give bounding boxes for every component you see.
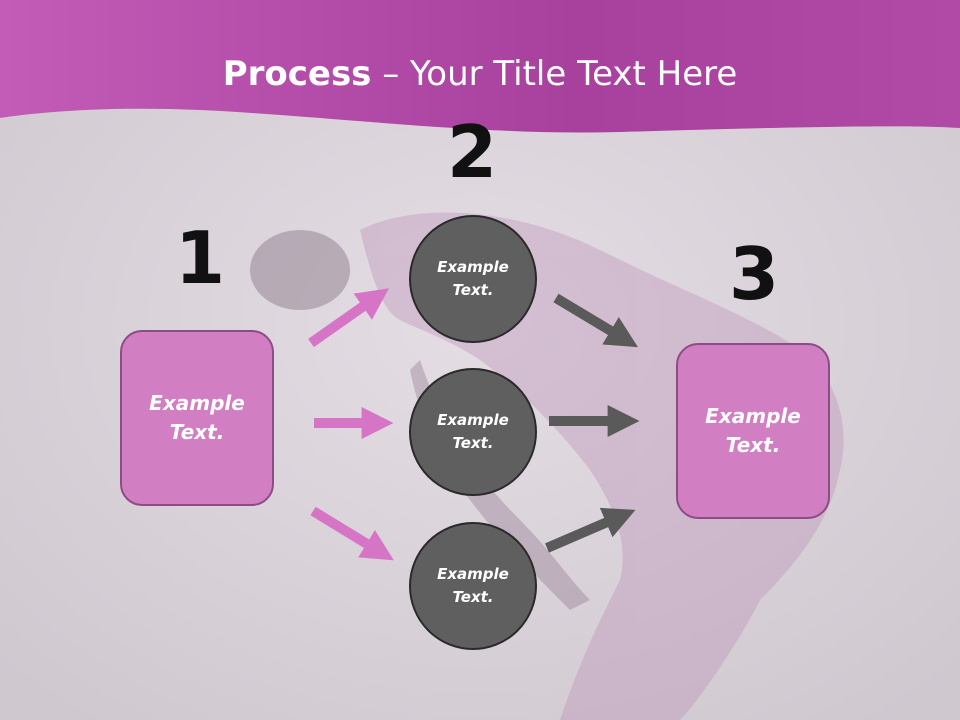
- title-bold: Process: [222, 54, 372, 94]
- step-3-box[interactable]: Example Text.: [676, 343, 830, 519]
- step-2-circle-middle[interactable]: Example Text.: [409, 368, 537, 496]
- step-3-label: Example Text.: [705, 404, 801, 457]
- step-number-2: 2: [446, 110, 498, 194]
- step-2-circle-top[interactable]: Example Text.: [409, 215, 537, 343]
- step-2-label-bottom: Example Text.: [437, 565, 509, 606]
- step-1-box[interactable]: Example Text.: [120, 330, 274, 506]
- title-rest: – Your Title Text Here: [371, 54, 738, 94]
- step-number-1: 1: [174, 216, 226, 300]
- step-2-label-top: Example Text.: [437, 258, 509, 299]
- step-1-label: Example Text.: [149, 391, 245, 444]
- slide-title: Process – Your Title Text Here: [0, 50, 960, 98]
- step-2-circle-bottom[interactable]: Example Text.: [409, 522, 537, 650]
- step-2-label-middle: Example Text.: [437, 411, 509, 452]
- arrow-right-up-icon: [545, 507, 636, 553]
- step-number-3: 3: [728, 232, 780, 316]
- arrow-right-down-icon: [310, 506, 394, 561]
- arrow-right-up-icon: [308, 288, 389, 348]
- arrow-right-down-icon: [553, 293, 638, 348]
